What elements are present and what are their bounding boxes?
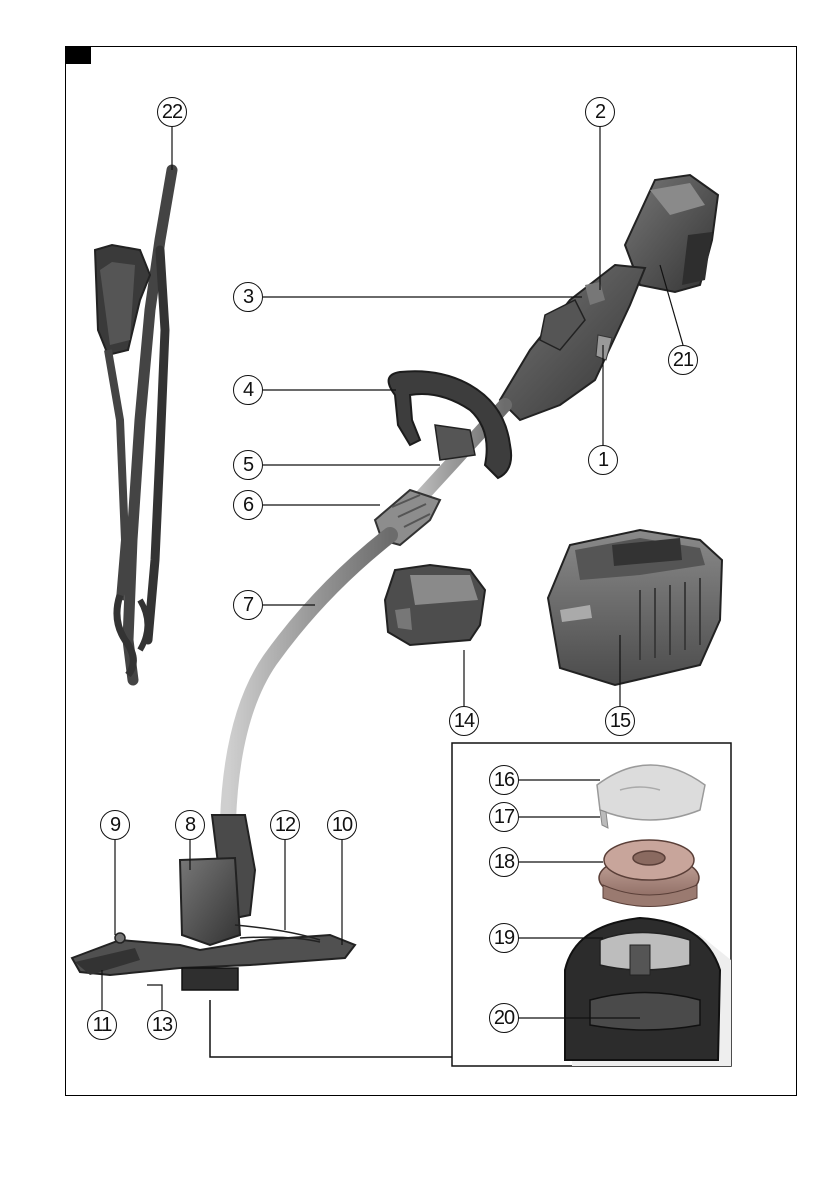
callout-2: 2 <box>585 97 615 127</box>
inset-connector <box>210 1000 452 1057</box>
charger <box>548 530 722 685</box>
lower-shaft <box>228 535 390 820</box>
callout-11: 11 <box>87 1010 117 1040</box>
callout-16: 16 <box>489 765 519 795</box>
callout-20: 20 <box>489 1003 519 1033</box>
battery-pack <box>385 565 485 645</box>
callout-13: 13 <box>147 1010 177 1040</box>
callout-9: 9 <box>100 810 130 840</box>
callout-1: 1 <box>588 445 618 475</box>
callout-10: 10 <box>327 810 357 840</box>
main-handle <box>500 265 645 420</box>
callout-4: 4 <box>233 375 263 405</box>
callout-15: 15 <box>605 706 635 736</box>
callout-21: 21 <box>668 345 698 375</box>
shoulder-strap <box>95 170 172 680</box>
callout-7: 7 <box>233 590 263 620</box>
callout-5: 5 <box>233 450 263 480</box>
callout-3: 3 <box>233 282 263 312</box>
callout-14: 14 <box>449 706 479 736</box>
callout-22: 22 <box>157 97 187 127</box>
callout-12: 12 <box>270 810 300 840</box>
callout-19: 19 <box>489 923 519 953</box>
callout-18: 18 <box>489 847 519 877</box>
callout-8: 8 <box>175 810 205 840</box>
callout-6: 6 <box>233 490 263 520</box>
callout-17: 17 <box>489 802 519 832</box>
